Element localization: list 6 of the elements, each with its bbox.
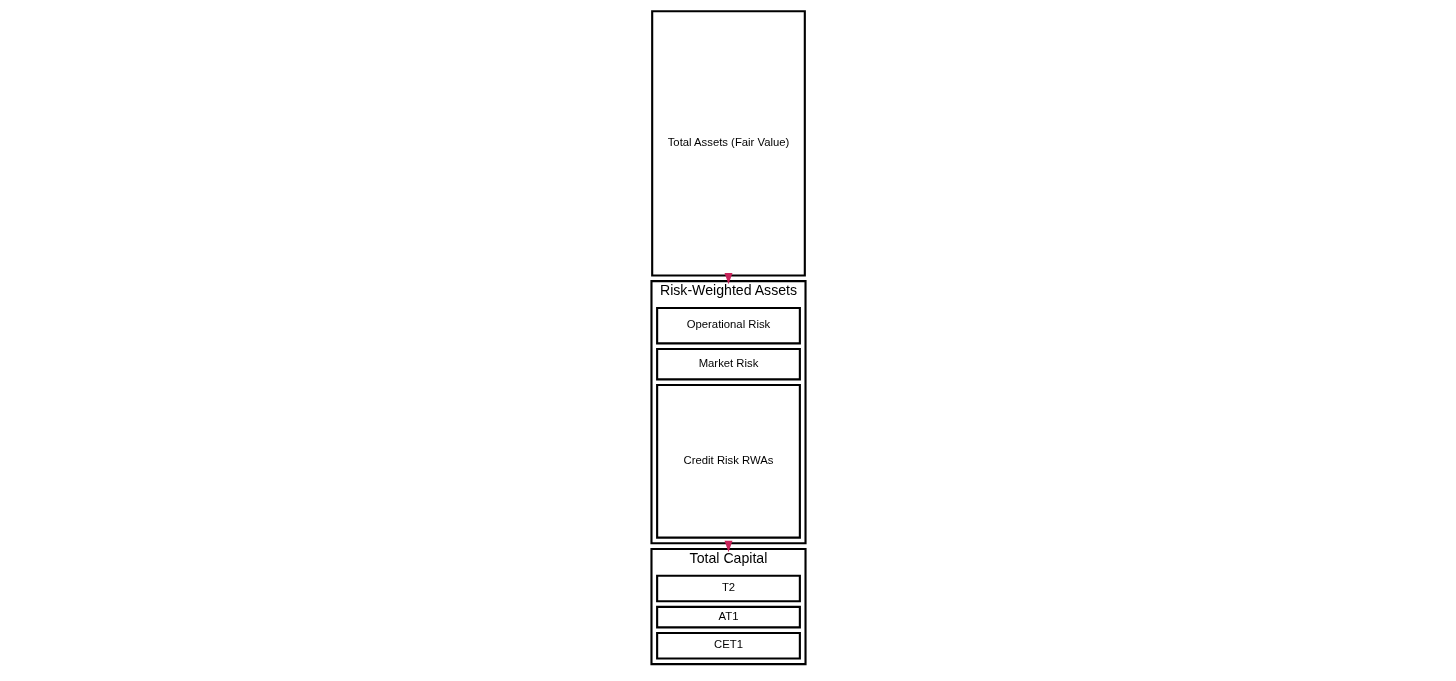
node-box: Credit Risk RWAs bbox=[655, 383, 801, 539]
node-box: T2 bbox=[655, 574, 801, 603]
node-box: AT1 bbox=[655, 605, 801, 629]
node-box: CET1 bbox=[655, 632, 801, 660]
node-box: Operational Risk bbox=[655, 306, 801, 345]
node-box: Market Risk bbox=[655, 347, 801, 381]
